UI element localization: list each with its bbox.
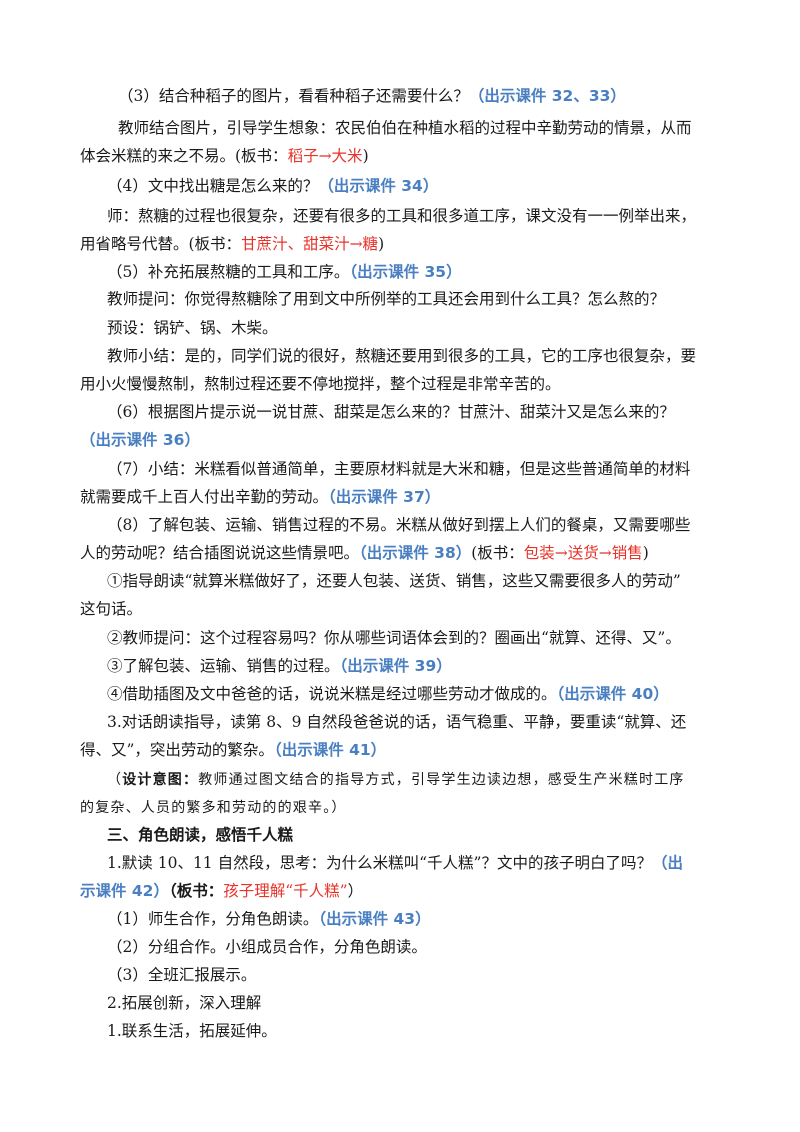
paragraph-line: 1.联系生活，拓展延伸。 (0, 1020, 800, 1042)
design-intent-line: 的复杂、人员的繁多和劳动的的艰辛。） (0, 796, 800, 819)
text-run: ③了解包装、运输、销售的过程。 (107, 657, 340, 675)
text-red: 孩子理解“千人糕” (223, 882, 348, 900)
text-design: 教师通过图文结合的指导方式，引导学生边读边想，感受生产米糕时工序 (198, 772, 685, 788)
text-run: 1.联系生活，拓展延伸。 (107, 1022, 277, 1040)
text-run: 教师结合图片，引导学生想象：农民伯伯在种植水稻的过程中辛勤劳动的情景，从而 (118, 119, 692, 137)
section-heading: 三、角色朗读，感悟千人糕 (0, 824, 800, 846)
text-design: 的复杂、人员的繁多和劳动的的艰辛。） (80, 800, 347, 816)
paragraph-line: （1）师生合作，分角色朗读。（出示课件 43） (0, 908, 800, 930)
text-run: ） (347, 882, 364, 900)
text-blue: （出示课件 40） (556, 685, 669, 703)
text-run: 这句话。 (80, 600, 143, 618)
paragraph-line: （4）文中找出糖是怎么来的？（出示课件 34） (0, 175, 800, 197)
text-blue: （出示课件 38） (359, 544, 472, 562)
text-blue: （出示课件 32、33） (468, 87, 626, 105)
text-run: (板书： (471, 544, 524, 562)
paragraph-line: （5）补充拓展熬糖的工具和工序。（出示课件 35） (0, 261, 800, 283)
paragraph-line: 体会米糕的来之不易。(板书：稻子→大米) (0, 145, 800, 167)
text-run: （7）小结：米糕看似普通简单，主要原材料就是大米和糖，但是这些普通简单的材料 (107, 460, 691, 478)
paragraph-line: ④借助插图及文中爸爸的话，说说米糕是经过哪些劳动才做成的。（出示课件 40） (0, 683, 800, 705)
text-run: 体会米糕的来之不易。(板书： (80, 147, 288, 165)
paragraph-line: 用省略号代替。(板书：甘蔗汁、甜菜汁→糖) (0, 233, 800, 255)
text-run: ) (362, 147, 369, 165)
paragraph-line: 3.对话朗读指导，读第 8、9 自然段爸爸说的话，语气稳重、平静，要重读“就算、… (0, 711, 800, 733)
text-blue: （出示课件 35） (349, 263, 462, 281)
text-run: ) (378, 235, 385, 253)
paragraph-line: 教师小结：是的，同学们说的很好，熬糖还要用到很多的工具，它的工序也很复杂，要 (0, 345, 800, 367)
paragraph-line: 这句话。 (0, 598, 800, 620)
text-run: （3）全班汇报展示。 (107, 966, 257, 984)
text-run: （6）根据图片提示说一说甘蔗、甜菜是怎么来的？甘蔗汁、甜菜汁又是怎么来的？ (107, 403, 675, 421)
paragraph-line: （8）了解包装、运输、销售过程的不易。米糕从做好到摆上人们的餐桌，又需要哪些 (0, 514, 800, 536)
paragraph-line: 用小火慢慢熬制，熬制过程还要不停地搅拌，整个过程是非常辛苦的。 (0, 373, 800, 395)
text-run: 教师提问：你觉得熬糖除了用到文中所例举的工具还会用到什么工具？怎么熬的？ (107, 290, 666, 308)
paragraph-line: 教师提问：你觉得熬糖除了用到文中所例举的工具还会用到什么工具？怎么熬的？ (0, 288, 800, 310)
paragraph-line: 示课件 42）（板书：孩子理解“千人糕”） (0, 880, 800, 902)
text-run: （1）师生合作，分角色朗读。 (107, 910, 319, 928)
text-run: （2）分组合作。小组成员合作，分角色朗读。 (107, 938, 427, 956)
text-heading: 三、角色朗读，感悟千人糕 (107, 826, 294, 844)
text-run: 预设：锅铲、锅、木柴。 (107, 319, 278, 337)
text-red: 甘蔗汁、甜菜汁→糖 (241, 235, 379, 253)
paragraph-line: ②教师提问：这个过程容易吗？你从哪些词语体会到的？圈画出“就算、还得、又”。 (0, 627, 800, 649)
text-blue: （出示课件 43） (318, 910, 431, 928)
text-run: 教师小结：是的，同学们说的很好，熬糖还要用到很多的工具，它的工序也很复杂，要 (107, 347, 697, 365)
text-run: 人的劳动呢？结合插图说说这些情景吧。 (80, 544, 360, 562)
text-run: ②教师提问：这个过程容易吗？你从哪些词语体会到的？圈画出“就算、还得、又”。 (107, 629, 681, 647)
paragraph-line: 得、又”，突出劳动的繁杂。（出示课件 41） (0, 739, 800, 761)
text-run: 师：熬糖的过程也很复杂，还要有很多的工具和很多道工序，课文没有一一例举出来， (107, 207, 697, 225)
paragraph-line: 1.默读 10、11 自然段，思考：为什么米糕叫“千人糕”？文中的孩子明白了吗？… (0, 852, 800, 874)
paragraph-line: （7）小结：米糕看似普通简单，主要原材料就是大米和糖，但是这些普通简单的材料 (0, 458, 800, 480)
text-red: 包装→送货→销售 (523, 544, 643, 562)
paragraph-line: 2.拓展创新，深入理解 (0, 992, 800, 1014)
text-bold: （板书： (168, 881, 224, 900)
text-run: （4）文中找出糖是怎么来的？ (107, 177, 319, 195)
paragraph-line: （3）结合种稻子的图片，看看种稻子还需要什么？（出示课件 32、33） (0, 85, 800, 107)
text-run: 用小火慢慢熬制，熬制过程还要不停地搅拌，整个过程是非常辛苦的。 (80, 375, 561, 393)
design-intent-line: （设计意图：教师通过图文结合的指导方式，引导学生边读边想，感受生产米糕时工序 (0, 768, 800, 791)
paragraph-line: 就需要成千上百人付出辛勤的劳动。（出示课件 37） (0, 486, 800, 508)
paragraph-line: （6）根据图片提示说一说甘蔗、甜菜是怎么来的？甘蔗汁、甜菜汁又是怎么来的？ (0, 401, 800, 423)
text-run: ④借助插图及文中爸爸的话，说说米糕是经过哪些劳动才做成的。 (107, 685, 557, 703)
paragraph-line: 预设：锅铲、锅、木柴。 (0, 317, 800, 339)
text-blue: （出示课件 36） (80, 431, 200, 449)
paragraph-line: ③了解包装、运输、销售的过程。（出示课件 39） (0, 655, 800, 677)
text-blue: （出示课件 39） (339, 657, 452, 675)
text-run: 1.默读 10、11 自然段，思考：为什么米糕叫“千人糕”？文中的孩子明白了吗？ (107, 854, 652, 872)
text-run: 得、又”，突出劳动的繁杂。 (80, 741, 274, 759)
paragraph-line: 人的劳动呢？结合插图说说这些情景吧。（出示课件 38）(板书：包装→送货→销售) (0, 542, 800, 564)
text-run: 3.对话朗读指导，读第 8、9 自然段爸爸说的话，语气稳重、平静，要重读“就算、… (107, 713, 687, 731)
text-run: （3）结合种稻子的图片，看看种稻子还需要什么？ (118, 87, 469, 105)
paragraph-line: （出示课件 36） (0, 429, 800, 451)
text-blue: （出示课件 41） (273, 741, 387, 759)
text-run: 2.拓展创新，深入理解 (107, 994, 262, 1012)
text-run: ①指导朗读“就算米糕做好了，还要人包装、送货、销售，这些又需要很多人的劳动” (107, 572, 681, 590)
text-run: ) (642, 544, 649, 562)
text-blue: 示课件 42） (80, 882, 169, 900)
text-design: （ (107, 772, 123, 788)
paragraph-line: （3）全班汇报展示。 (0, 964, 800, 986)
text-blue: （出示课件 34） (318, 177, 439, 195)
paragraph-line: 师：熬糖的过程也很复杂，还要有很多的工具和很多道工序，课文没有一一例举出来， (0, 205, 800, 227)
paragraph-line: （2）分组合作。小组成员合作，分角色朗读。 (0, 936, 800, 958)
text-blue: （出 (651, 854, 683, 872)
text-run: 就需要成千上百人付出辛勤的劳动。 (80, 488, 329, 506)
text-run: （5）补充拓展熬糖的工具和工序。 (107, 263, 350, 281)
paragraph-line: ①指导朗读“就算米糕做好了，还要人包装、送货、销售，这些又需要很多人的劳动” (0, 570, 800, 592)
text-blue: （出示课件 37） (328, 488, 441, 506)
text-run: 用省略号代替。(板书： (80, 235, 242, 253)
text-run: （8）了解包装、运输、销售过程的不易。米糕从做好到摆上人们的餐桌，又需要哪些 (107, 516, 691, 534)
paragraph-line: 教师结合图片，引导学生想象：农民伯伯在种植水稻的过程中辛勤劳动的情景，从而 (0, 117, 800, 139)
text-red: 稻子→大米 (287, 147, 363, 165)
text-design-bold: 设计意图： (122, 772, 199, 788)
